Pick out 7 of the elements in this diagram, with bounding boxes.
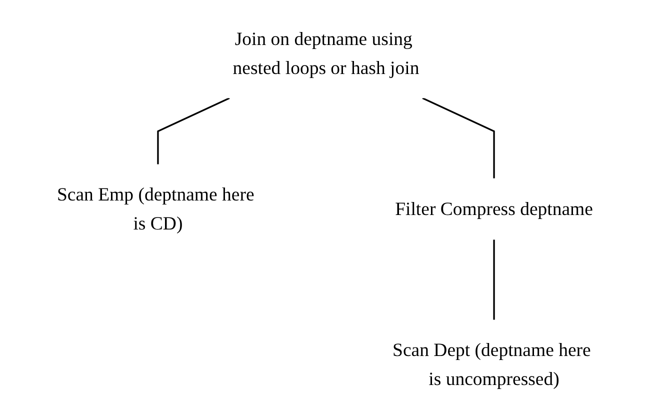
node-text: Scan Dept (deptname here is uncompressed) (392, 340, 591, 389)
connector (422, 97, 495, 178)
connector (493, 240, 495, 320)
connector (157, 97, 230, 164)
node-text: Join on deptname using nested loops or hash join (232, 28, 420, 78)
node-text: Scan Emp (deptname here is CD) (56, 184, 254, 234)
node-text: Filter Compress deptname (395, 198, 593, 220)
